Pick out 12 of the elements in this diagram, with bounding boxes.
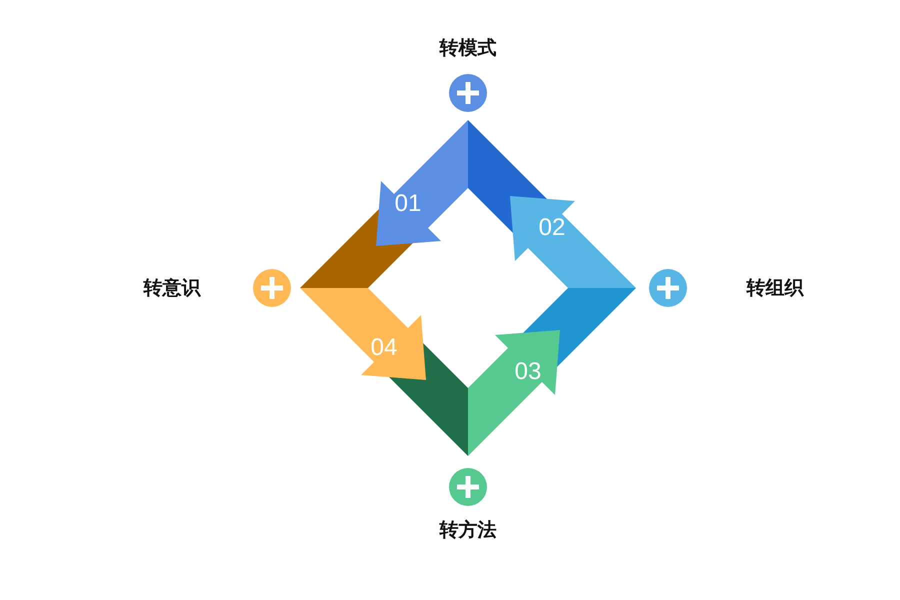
arrow-shape [300, 288, 426, 380]
arrow-shape [376, 120, 468, 246]
heading-label: 转组织 [746, 276, 804, 301]
step-number: 04 [370, 334, 398, 362]
heading-label: 转意识 [144, 276, 200, 301]
arrow-shape [510, 196, 636, 288]
step-number: 01 [394, 190, 422, 218]
arrow-shape [468, 330, 560, 456]
heading-label: 转方法 [440, 518, 496, 543]
step-number: 03 [514, 358, 542, 386]
heading-label: 转模式 [440, 36, 496, 61]
step-number: 02 [538, 214, 566, 242]
